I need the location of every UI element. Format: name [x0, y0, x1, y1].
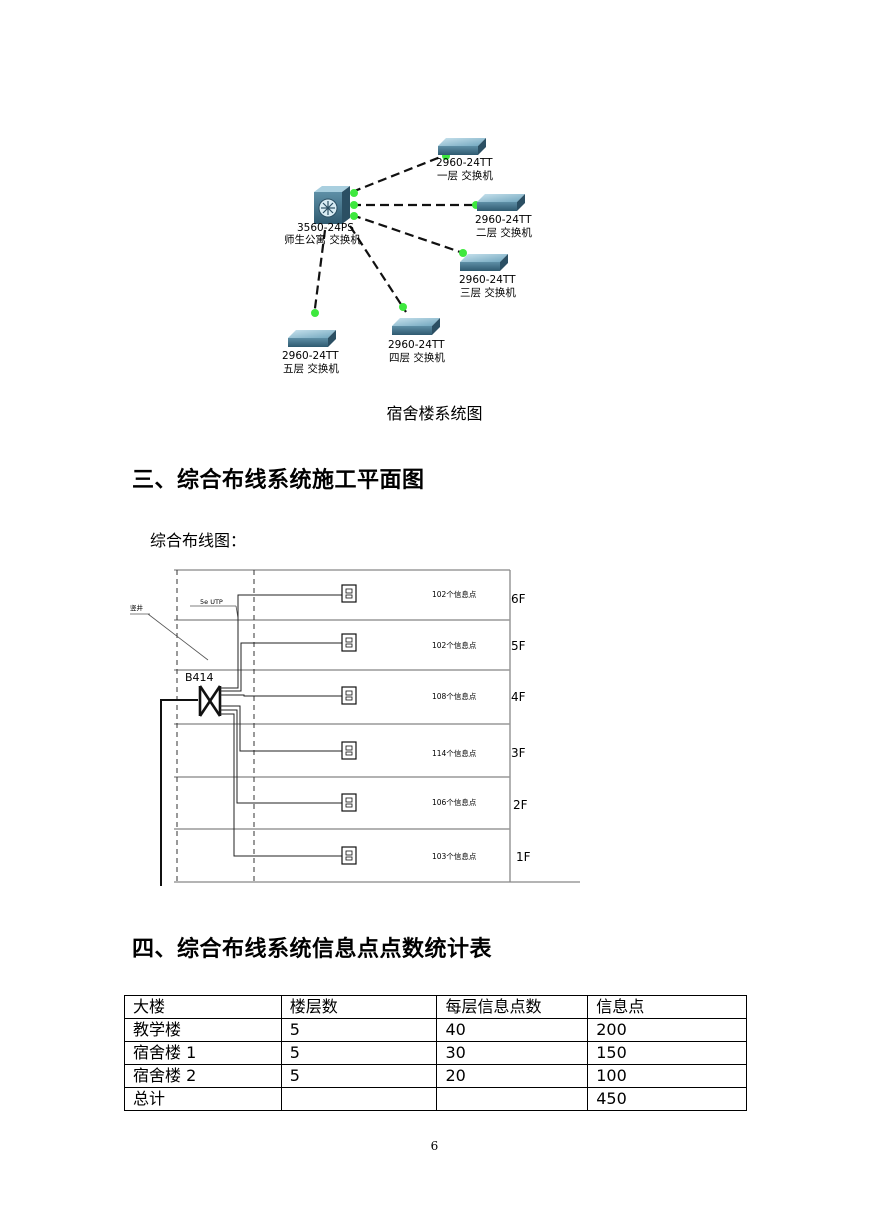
- floor-6-points: 102个信息点: [432, 589, 477, 599]
- switch-floor4-icon: [392, 318, 440, 335]
- switch-floor2-model: 2960-24TT: [475, 214, 532, 226]
- table-header-cell: 大楼: [124, 995, 282, 1019]
- switch-floor2-name: 二层 交换机: [476, 226, 532, 239]
- link-endpoints: [311, 152, 480, 317]
- outlet-icon: [341, 633, 357, 652]
- outlet-icon: [341, 846, 357, 865]
- floor-1-label: 1F: [516, 850, 531, 864]
- switch-floor2-icon: [477, 194, 525, 211]
- outlet-icon: [341, 584, 357, 603]
- device-label: B414: [185, 671, 214, 684]
- table-cell: 总计: [124, 1087, 282, 1111]
- table-cell: 20: [436, 1064, 589, 1088]
- switch-floor1-icon: [438, 138, 486, 155]
- floor-6-label: 6F: [511, 592, 526, 606]
- shaft-outline: [176, 570, 255, 882]
- horizontal-cables: [220, 594, 342, 857]
- table-cell: 教学楼: [124, 1018, 282, 1042]
- switch-floor4-model: 2960-24TT: [388, 339, 445, 351]
- floor-3-label: 3F: [511, 746, 526, 760]
- table-cell: 30: [436, 1041, 589, 1065]
- outlet-icon: [341, 686, 357, 705]
- table-cell: 100: [587, 1064, 747, 1088]
- distribution-frame-icon: [198, 685, 222, 717]
- information-points-table: 大楼 楼层数 每层信息点数 信息点 教学楼 5 40 200 宿舍楼 1 5 3…: [124, 995, 747, 1111]
- table-header-cell: 楼层数: [280, 995, 438, 1019]
- table-cell: [280, 1087, 438, 1111]
- floor-4-points: 108个信息点: [432, 691, 477, 701]
- floor-5: 102个信息点 5F: [341, 633, 526, 653]
- page-number: 6: [430, 1139, 439, 1153]
- table-cell: 200: [587, 1018, 747, 1042]
- switch-floor5-icon: [288, 330, 336, 347]
- table-cell: 宿舍楼 2: [124, 1064, 282, 1088]
- floor-1: 103个信息点 1F: [341, 846, 531, 865]
- table-cell: 5: [280, 1041, 438, 1065]
- switch-floor4-name: 四层 交换机: [389, 351, 445, 364]
- outlet-icon: [341, 741, 357, 760]
- table-row: 宿舍楼 2 5 20 100: [124, 1064, 747, 1088]
- cabling-diagram: 竖井 5e UTP B414 102个信息点 6F 102个信息点 5F: [130, 569, 580, 886]
- network-links: [312, 152, 482, 317]
- table-cell: 40: [436, 1018, 589, 1042]
- floor-5-points: 102个信息点: [432, 640, 477, 650]
- table-total-row: 总计 450: [124, 1087, 747, 1111]
- floor-2: 106个信息点 2F: [341, 793, 528, 812]
- switch-floor1-name: 一层 交换机: [437, 169, 493, 182]
- switch-floor1-model: 2960-24TT: [436, 157, 493, 169]
- table-header-cell: 每层信息点数: [436, 995, 589, 1019]
- link-core-floor1: [351, 152, 449, 194]
- section-3-subtitle: 综合布线图：: [150, 531, 247, 550]
- floor-6: 102个信息点 6F: [341, 584, 526, 606]
- table-cell: 5: [280, 1018, 438, 1042]
- floor-1-points: 103个信息点: [432, 851, 477, 861]
- switch-floor3-icon: [460, 254, 508, 271]
- core-switch-icon: [314, 186, 350, 224]
- table-header-cell: 信息点: [587, 995, 747, 1019]
- table-cell: [436, 1087, 589, 1111]
- cable-label: 5e UTP: [200, 598, 223, 606]
- floor-3: 114个信息点 3F: [341, 741, 526, 760]
- link-core-floor4: [349, 225, 407, 313]
- switch-floor3-model: 2960-24TT: [459, 274, 516, 286]
- floor-4-label: 4F: [511, 690, 526, 704]
- table-row: 宿舍楼 1 5 30 150: [124, 1041, 747, 1065]
- table-row: 教学楼 5 40 200: [124, 1018, 747, 1042]
- shaft-label: 竖井: [130, 603, 144, 612]
- floor-separators: [174, 619, 510, 830]
- table-cell: 5: [280, 1064, 438, 1088]
- core-switch-model: 3560-24PS: [297, 222, 354, 234]
- figure-caption: 宿舍楼系统图: [386, 404, 483, 423]
- switch-floor5-name: 五层 交换机: [283, 362, 339, 375]
- table-header-row: 大楼 楼层数 每层信息点数 信息点: [124, 995, 747, 1019]
- link-core-floor5: [312, 229, 327, 317]
- floor-4: 108个信息点 4F: [341, 686, 526, 705]
- table-cell: 150: [587, 1041, 747, 1065]
- floor-3-points: 114个信息点: [432, 748, 477, 758]
- outlet-icon: [341, 793, 357, 812]
- dormitory-network-diagram: 3560-24PS 师生公寓 交换机 2960-24TT 一层 交换机 2960…: [282, 138, 532, 375]
- section-3-heading: 三、综合布线系统施工平面图: [132, 468, 425, 493]
- table-cell: 宿舍楼 1: [124, 1041, 282, 1065]
- table-cell: 450: [587, 1087, 747, 1111]
- floor-5-label: 5F: [511, 639, 526, 653]
- switch-floor3-name: 三层 交换机: [460, 286, 516, 299]
- floor-2-label: 2F: [513, 798, 528, 812]
- switch-floor5-model: 2960-24TT: [282, 350, 339, 362]
- link-core-floor3: [351, 213, 467, 256]
- floor-2-points: 106个信息点: [432, 797, 477, 807]
- core-switch-name: 师生公寓 交换机: [284, 233, 361, 246]
- section-4-heading: 四、综合布线系统信息点点数统计表: [132, 937, 493, 962]
